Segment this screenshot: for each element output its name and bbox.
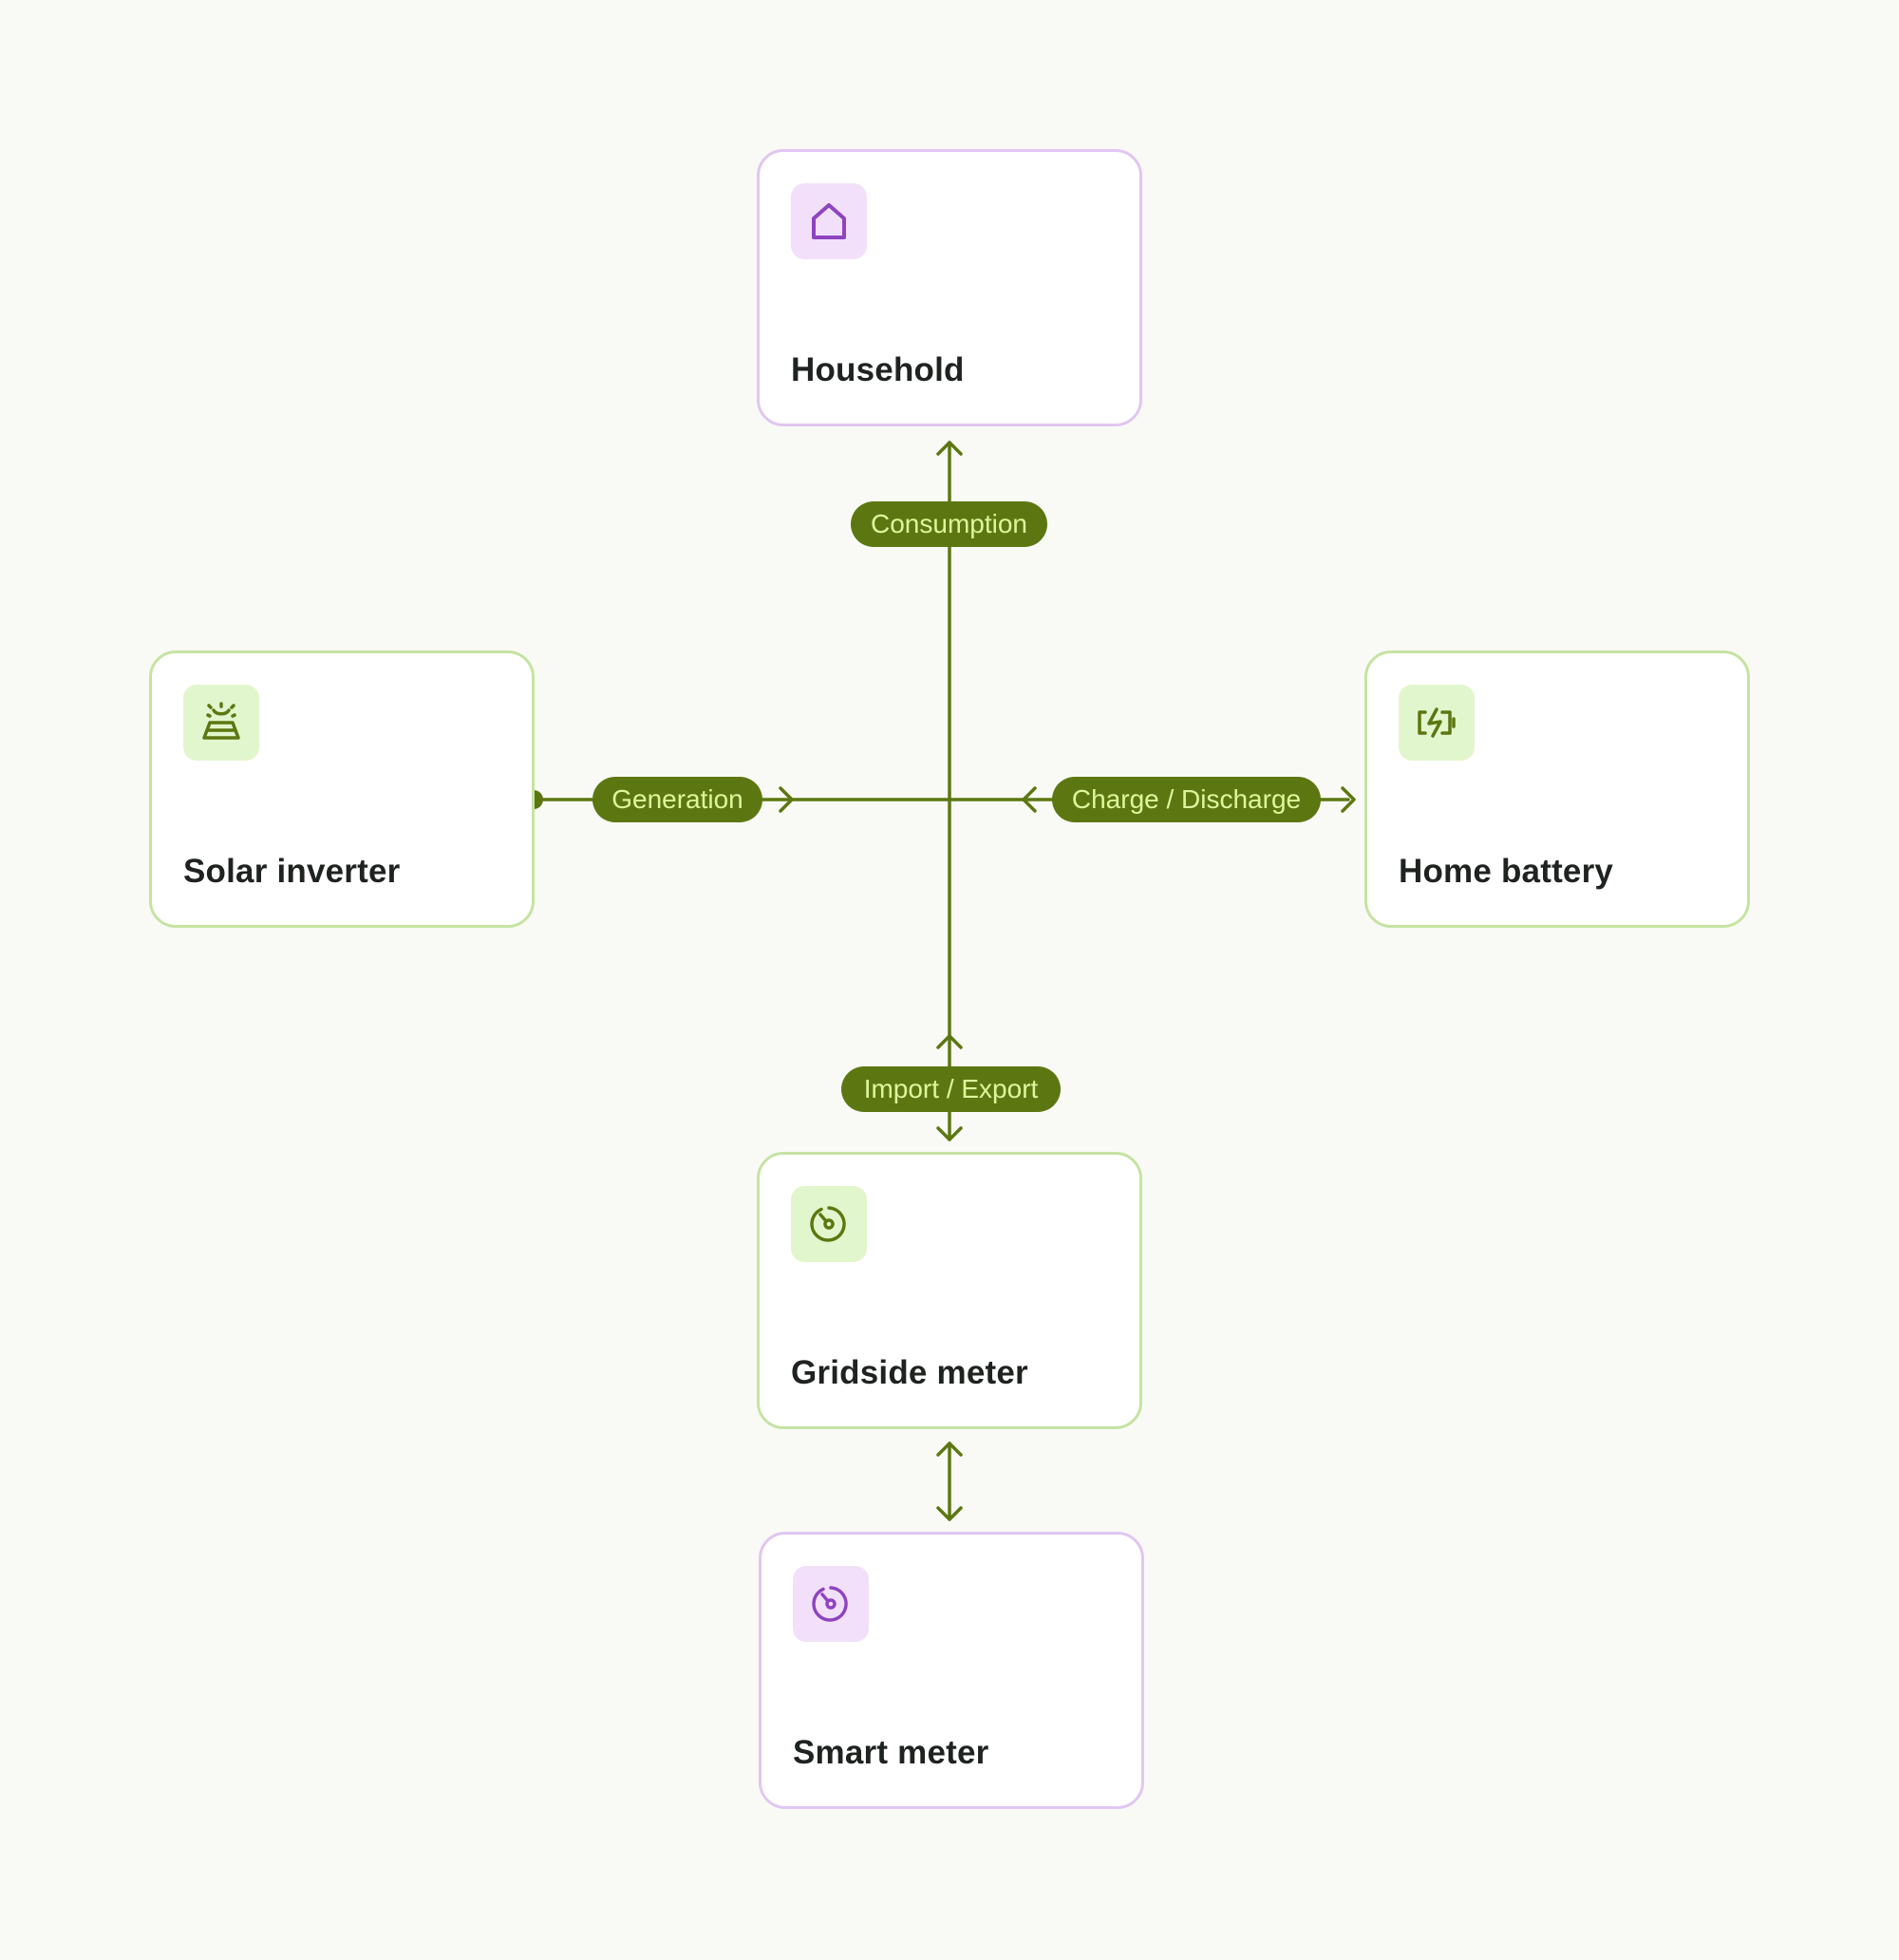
household-node[interactable]: Household — [757, 149, 1142, 426]
home-battery-title: Home battery — [1399, 853, 1614, 890]
meter-link-arrowhead-down — [936, 1506, 963, 1521]
solar-inverter-node[interactable]: Solar inverter — [149, 650, 535, 928]
smart-meter-title: Smart meter — [793, 1734, 989, 1771]
home-battery-node[interactable]: Home battery — [1364, 650, 1750, 928]
meter-gauge-icon — [810, 1206, 846, 1242]
import-arrowhead-up — [936, 1034, 963, 1049]
gridside-meter-node[interactable]: Gridside meter — [757, 1152, 1142, 1429]
meter-link-arrowhead-up — [936, 1442, 963, 1457]
charge-discharge-label: Charge / Discharge — [1052, 777, 1321, 822]
battery-icon-box — [1399, 685, 1475, 761]
meter-gauge-icon — [812, 1586, 848, 1622]
household-title: Household — [791, 351, 965, 388]
gridside-meter-title: Gridside meter — [791, 1354, 1028, 1391]
consumption-label: Consumption — [851, 501, 1047, 547]
smart-meter-node[interactable]: Smart meter — [759, 1532, 1144, 1809]
household-arrowhead — [936, 441, 963, 456]
battery-side-arrowhead-left — [1022, 786, 1037, 813]
house-icon — [812, 203, 846, 239]
generation-arrowhead — [779, 786, 794, 813]
battery-charging-icon — [1418, 707, 1456, 738]
solar-icon-box — [183, 685, 259, 761]
smart-meter-icon-box — [793, 1566, 869, 1642]
battery-arrowhead-right — [1341, 786, 1356, 813]
household-icon-box — [791, 183, 867, 259]
import-export-label: Import / Export — [841, 1066, 1061, 1112]
export-arrowhead-down — [936, 1126, 963, 1141]
generation-label: Generation — [592, 777, 762, 822]
gridside-icon-box — [791, 1186, 867, 1262]
solar-panel-icon — [202, 702, 240, 740]
solar-inverter-title: Solar inverter — [183, 853, 401, 890]
